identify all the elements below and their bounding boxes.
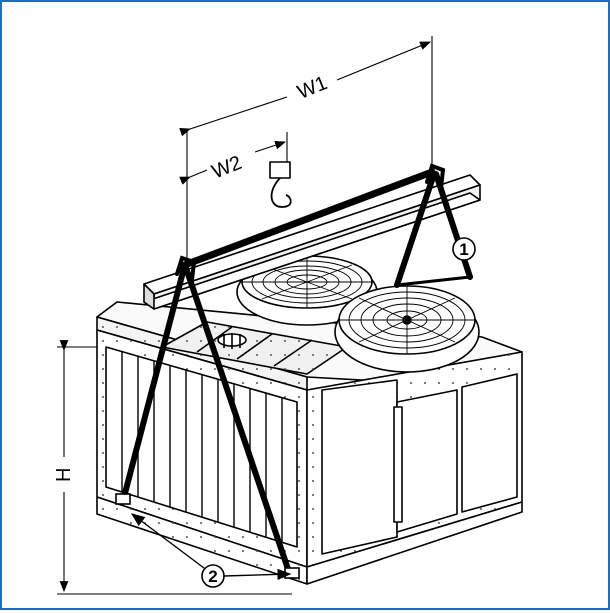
dimension-w2 [179,132,288,185]
callout-2: 2 [130,513,292,588]
svg-text:1: 1 [459,240,468,259]
callout-1: 1 [452,237,476,261]
dimension-w1-label: W1 [294,72,330,104]
dimension-w1 [179,36,433,264]
condenser-unit [96,255,523,585]
spreader-bar [143,161,481,310]
crane-hook [269,161,292,208]
lifting-lug-left [115,493,131,505]
dimension-h-label: H [53,468,75,482]
dimension-h [57,340,292,595]
front-fan [334,285,480,373]
lifting-lug-right [284,567,300,579]
lifting-straps [121,163,473,575]
dimension-w2-label: W2 [209,152,245,184]
svg-text:2: 2 [208,567,217,586]
